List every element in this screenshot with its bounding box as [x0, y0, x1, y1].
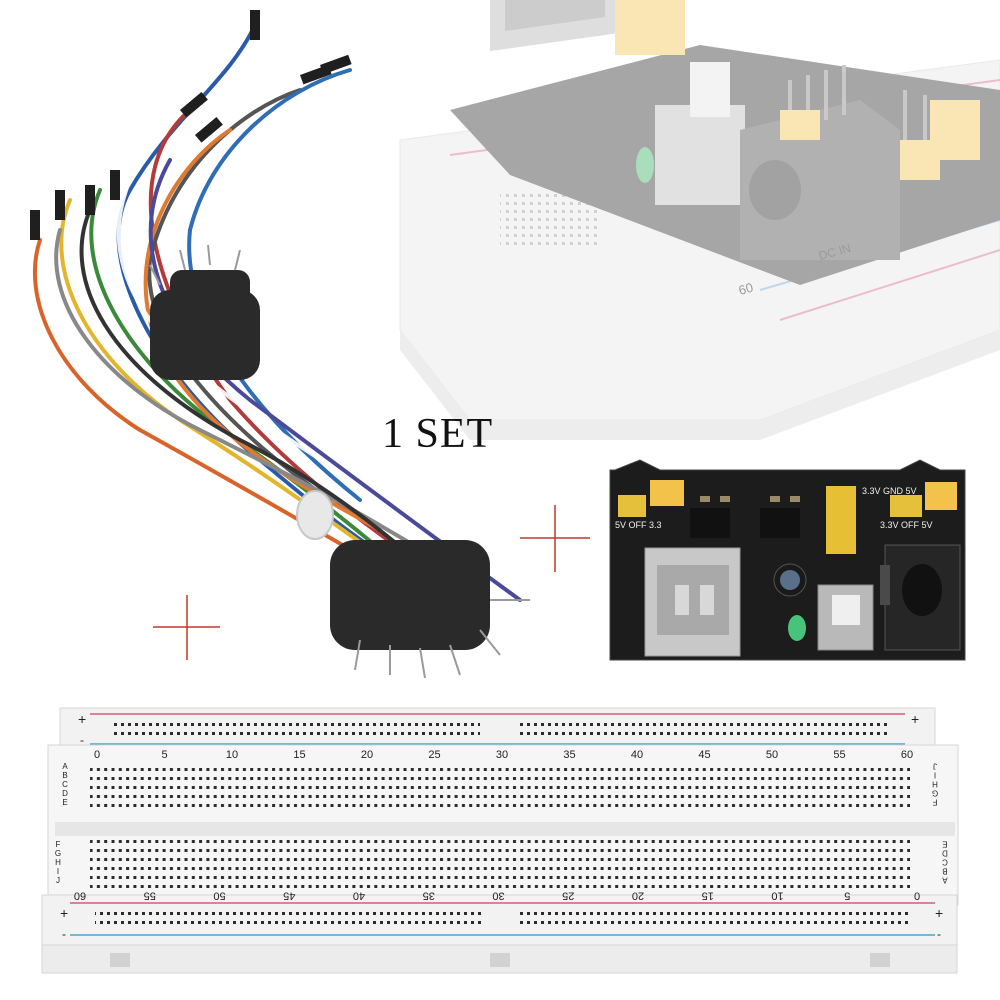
row-letter-bottom-right: D	[942, 849, 948, 858]
background-col-label: 60	[737, 280, 755, 298]
row-letter-top-left: A	[62, 762, 68, 771]
column-number-top: 0	[94, 749, 100, 761]
column-number-bottom: 10	[771, 890, 783, 902]
rail-plus-top-right: +	[911, 711, 919, 727]
row-letter-top-left: E	[62, 798, 67, 807]
power-led	[788, 615, 806, 641]
column-number-bottom: 25	[562, 890, 574, 902]
set-label: 1 SET	[382, 411, 494, 457]
column-number-bottom: 60	[74, 890, 86, 902]
row-letter-top-left: D	[62, 789, 68, 798]
jumper-left-label: 5V OFF 3.3	[615, 520, 662, 530]
jumper-middle-header	[826, 486, 856, 554]
column-number-top: 45	[698, 749, 710, 761]
column-number-bottom: 55	[144, 890, 156, 902]
row-letter-top-right: J	[933, 762, 937, 771]
jumper-right-header	[890, 495, 922, 517]
jumper-middle-label: 3.3V GND 5V	[862, 486, 917, 496]
row-letter-bottom-right: B	[942, 867, 947, 876]
column-number-bottom: 0	[914, 890, 920, 902]
column-number-top: 30	[496, 749, 508, 761]
column-number-bottom: 20	[632, 890, 644, 902]
bottom-terminal-strip	[90, 840, 910, 888]
column-number-top: 15	[293, 749, 305, 761]
column-number-bottom: 35	[423, 890, 435, 902]
rail-plus-bottom-right: +	[935, 905, 943, 921]
column-number-top: 50	[766, 749, 778, 761]
row-letter-top-left: B	[62, 771, 67, 780]
jumper-right-label: 3.3V OFF 5V	[880, 520, 933, 530]
column-number-bottom: 45	[283, 890, 295, 902]
row-letter-bottom-right: E	[942, 840, 947, 849]
column-number-top: 10	[226, 749, 238, 761]
column-number-top: 60	[901, 749, 913, 761]
row-letter-bottom-right: C	[942, 858, 948, 867]
column-number-top: 5	[161, 749, 167, 761]
top-terminal-strip	[90, 762, 910, 810]
column-number-top: 40	[631, 749, 643, 761]
row-letter-top-left: C	[62, 780, 68, 789]
row-letter-top-right: H	[932, 780, 938, 789]
column-number-bottom: 30	[492, 890, 504, 902]
rail-minus-top-left: -	[80, 733, 84, 747]
row-letter-top-right: I	[934, 771, 936, 780]
row-letter-bottom-left: G	[55, 849, 61, 858]
row-letter-top-right: F	[932, 798, 937, 807]
jumper-right-cap	[925, 482, 957, 510]
jumper-left-cap	[650, 480, 684, 506]
rail-plus-bottom-left: +	[60, 905, 68, 921]
column-number-top: 55	[833, 749, 845, 761]
row-letter-top-right: G	[932, 789, 938, 798]
rail-minus-bottom-left: -	[62, 927, 66, 941]
column-number-top: 20	[361, 749, 373, 761]
row-letter-bottom-left: J	[56, 876, 60, 885]
rail-plus-top-left: +	[78, 711, 86, 727]
column-number-bottom: 40	[353, 890, 365, 902]
column-number-bottom: 5	[844, 890, 850, 902]
row-letter-bottom-right: A	[942, 876, 948, 885]
column-number-top: 35	[563, 749, 575, 761]
row-letter-bottom-left: F	[56, 840, 61, 849]
column-number-top: 25	[428, 749, 440, 761]
row-letter-bottom-left: H	[55, 858, 61, 867]
rail-minus-bottom-right: -	[937, 927, 941, 941]
row-letter-bottom-left: I	[57, 867, 59, 876]
column-number-bottom: 50	[213, 890, 225, 902]
column-number-bottom: 15	[702, 890, 714, 902]
jumper-left-header	[618, 495, 646, 517]
